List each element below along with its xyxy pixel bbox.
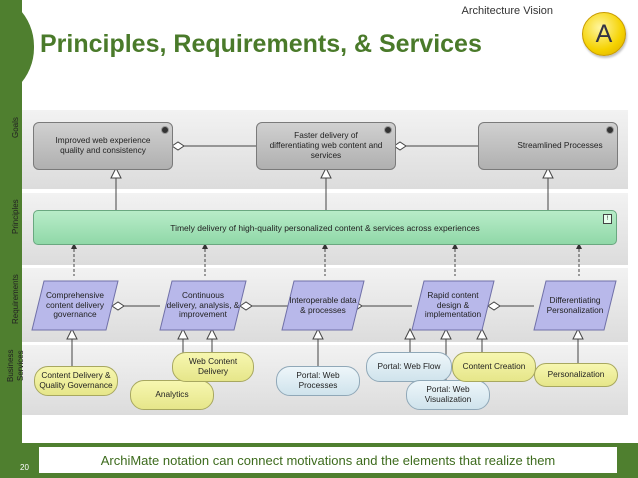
goal-diamond-1 [171,141,185,151]
goal-marker-icon [384,126,392,134]
requirement-shape-5 [533,280,617,331]
page-title: Principles, Requirements, & Services [40,30,482,58]
goal-diamond-2 [393,141,407,151]
goal-faster-delivery: Faster delivery of differentiating web c… [256,122,396,170]
goal-marker-icon [606,126,614,134]
requirement-shape-2 [159,280,247,331]
arrow-req-1 [66,327,78,340]
requirement-rapid-design: Rapid content design & implementation [424,289,482,320]
arrow-req-4a [404,327,416,340]
arrow-principle-3 [322,243,328,249]
service-web-content-delivery: Web Content Delivery [172,352,254,382]
phase-label: Architecture Vision [461,5,553,17]
requirement-shape-4 [411,280,495,331]
arrow-principle-1 [71,243,77,249]
principle-icon: ! [603,214,612,224]
arrow-principle-4 [452,243,458,249]
req-diamond-1 [111,301,125,311]
service-portal-web-visualization: Portal: Web Visualization [406,380,490,410]
arrow-req-2a [177,327,189,340]
arrow-goal-2 [320,166,332,179]
goal-label: Improved web experience quality and cons… [55,135,151,155]
arrow-req-5 [572,327,584,340]
requirement-governance: Comprehensive content delivery governanc… [45,289,105,320]
arrow-req-2b [206,327,218,340]
service-portal-web-processes: Portal: Web Processes [276,366,360,396]
goal-label: Streamlined Processes [517,140,603,151]
page-number: 20 [20,463,29,472]
goal-marker-icon [161,126,169,134]
arrow-goal-3 [542,166,554,179]
arrow-principle-5 [576,243,582,249]
goal-web-experience: Improved web experience quality and cons… [33,122,173,170]
service-content-creation: Content Creation [452,352,536,382]
requirement-shape-1 [31,280,119,331]
req-diamond-4 [487,301,501,311]
arrow-goal-1 [110,166,122,179]
service-personalization: Personalization [534,363,618,387]
arrow-req-4c [476,327,488,340]
requirement-shape-3 [281,280,365,331]
service-portal-web-flow: Portal: Web Flow [366,352,452,382]
caption: ArchiMate notation can connect motivatio… [38,446,618,474]
arrow-principle-2 [202,243,208,249]
service-content-governance: Content Delivery & Quality Governance [34,366,118,396]
phase-badge: A [582,12,626,56]
arrow-req-4b [440,327,452,340]
goal-label: Faster delivery of differentiating web c… [269,130,383,160]
principle-label: Timely delivery of high-quality personal… [170,222,480,233]
goal-streamlined-processes: Streamlined Processes [478,122,618,170]
requirement-personalization: Differentiating Personalization [546,294,604,315]
arrow-req-3 [312,327,324,340]
service-analytics: Analytics [130,380,214,410]
req-diamond-2 [239,301,253,311]
requirement-interoperable: Interoperable data & processes [289,294,357,315]
left-accent-bar [0,0,22,478]
requirement-continuous-delivery: Continuous delivery, analysis, & improve… [166,289,240,320]
principle-timely-delivery: Timely delivery of high-quality personal… [33,210,617,245]
